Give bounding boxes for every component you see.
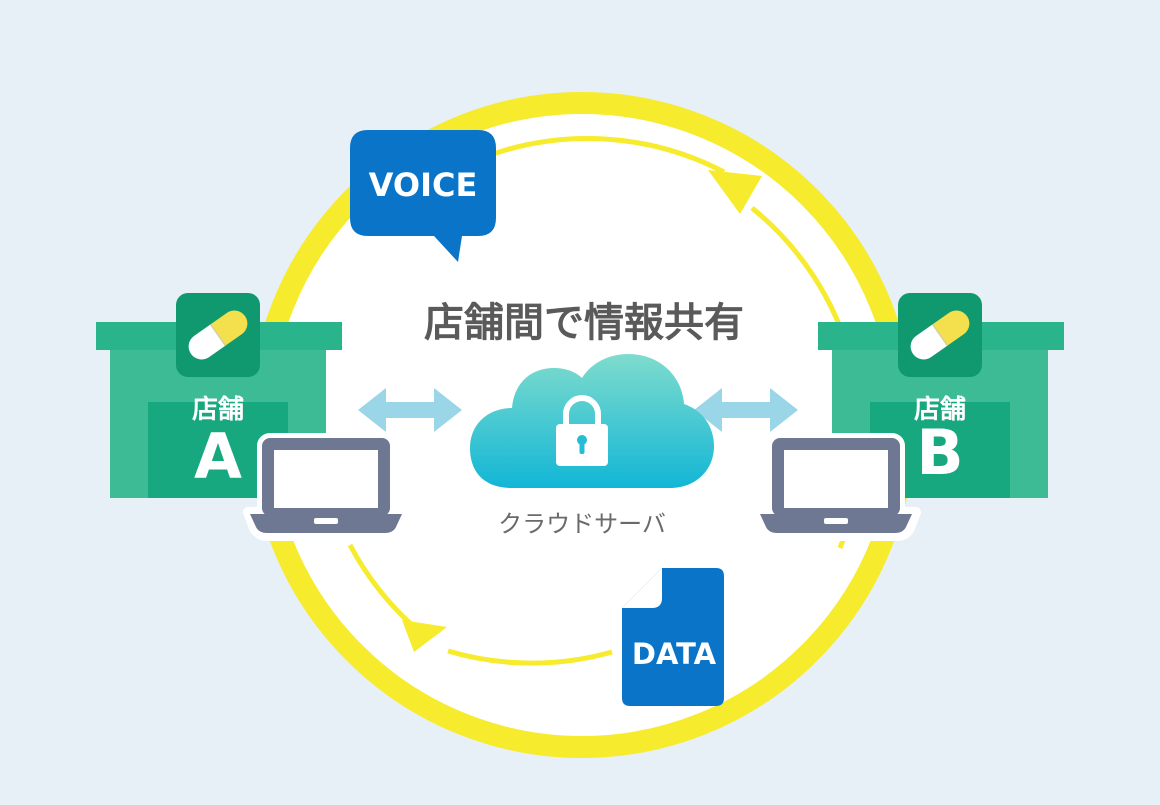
flow-arc-top [481, 136, 726, 175]
cloud-caption: クラウドサーバ [498, 510, 666, 538]
flow-arrowhead-top-icon [708, 170, 762, 214]
double-arrow-icon [358, 388, 462, 432]
data-document: DATA [622, 568, 724, 706]
store-a-label: 店舗 [192, 395, 244, 425]
lock-icon [556, 395, 608, 466]
voice-badge-label: VOICE [369, 166, 478, 204]
speech-bubble-icon [350, 130, 496, 262]
diagram-title: 店舗間で情報共有 [424, 300, 744, 346]
data-document-label: DATA [632, 637, 717, 671]
store-b-label: 店舗 [914, 395, 966, 425]
document-fold [622, 568, 662, 608]
cloud-lock-icon [470, 354, 714, 488]
capsule-icon [910, 310, 970, 360]
voice-badge: VOICE [350, 130, 496, 262]
double-arrow-icon [694, 388, 798, 432]
store-a-badge [176, 293, 260, 377]
laptop-a [243, 433, 411, 541]
laptop-b [753, 433, 921, 541]
flow-arrowhead-bottom-icon [402, 620, 447, 652]
capsule-icon [188, 310, 248, 360]
sync-arrow-left [358, 388, 462, 432]
store-b-badge [898, 293, 982, 377]
cloud-server: クラウドサーバ [470, 354, 714, 538]
flow-arc-bottom [447, 648, 613, 666]
store-b-letter: B [916, 416, 963, 489]
flow-arc-left-bottom [347, 543, 414, 627]
store-a-letter: A [194, 420, 242, 493]
sync-arrow-right [694, 388, 798, 432]
